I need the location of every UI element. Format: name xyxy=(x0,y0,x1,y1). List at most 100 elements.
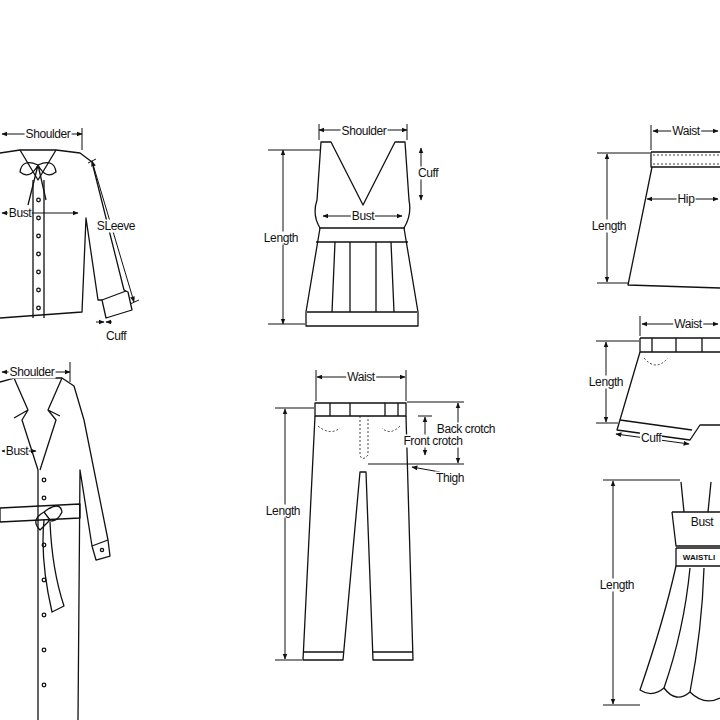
dimension-label: Shoulder xyxy=(341,125,388,138)
button xyxy=(37,252,41,256)
tick xyxy=(597,283,628,284)
button xyxy=(42,496,46,500)
dress-drawing xyxy=(603,480,720,705)
tick xyxy=(319,124,320,140)
dimension-label: Hip xyxy=(677,193,696,206)
dimension-label: Length xyxy=(263,232,299,245)
dimension-line xyxy=(285,409,286,659)
dimension-label: Bust xyxy=(5,445,29,458)
button xyxy=(42,543,46,547)
tick xyxy=(406,370,407,401)
shirt-bow xyxy=(20,163,56,205)
tick xyxy=(82,128,83,150)
dimension-label: Front crotch xyxy=(402,435,463,448)
shorts-waistband xyxy=(640,338,720,352)
button xyxy=(100,548,103,551)
pants-outline xyxy=(303,416,413,660)
dimension-label: Waist xyxy=(673,318,703,331)
pants-waistband xyxy=(315,403,406,416)
tick xyxy=(596,341,639,342)
tick xyxy=(368,464,464,465)
dress-waistband xyxy=(676,548,720,566)
dimension-line xyxy=(106,322,112,323)
skirt-outline xyxy=(628,167,720,288)
coat-drawing xyxy=(0,362,110,720)
dimension-label: WAISTLI xyxy=(682,553,716,562)
coat-belt xyxy=(0,504,80,522)
vest-outline xyxy=(306,142,418,326)
dimension-label: Bust xyxy=(690,516,714,529)
tick xyxy=(603,480,680,481)
button xyxy=(37,198,41,202)
dimension-label: Bust xyxy=(351,210,375,223)
tick xyxy=(418,416,432,417)
pants-hems xyxy=(303,651,413,652)
skirt-drawing xyxy=(597,125,720,288)
dimension-label: Length xyxy=(588,376,624,389)
button xyxy=(37,234,41,238)
button xyxy=(42,683,46,687)
coat-front-edge xyxy=(37,470,38,720)
vest-panels xyxy=(332,242,394,312)
dimension-line xyxy=(607,154,608,282)
pants-drawing xyxy=(275,370,464,660)
dimension-label: Length xyxy=(265,505,301,518)
tick xyxy=(268,324,305,325)
dimension-label: Shoulder xyxy=(9,366,56,379)
tick xyxy=(597,153,650,154)
shorts-outline xyxy=(617,352,720,440)
skirt-waistband xyxy=(651,152,720,167)
tick xyxy=(407,402,464,403)
dimension-label: Length xyxy=(599,579,635,592)
dimension-label: Cuff xyxy=(640,432,662,445)
shirt-drawing xyxy=(0,128,139,322)
dimension-label: Cuff xyxy=(105,330,127,343)
shirt-buttons xyxy=(37,198,41,310)
dimension-label: Thigh xyxy=(435,472,465,485)
coat-buttons xyxy=(42,478,46,687)
dimension-label: Waist xyxy=(346,371,376,384)
dimension-line xyxy=(96,322,104,323)
button xyxy=(42,613,46,617)
vest-bands xyxy=(307,228,417,312)
coat-belt-tie xyxy=(36,506,64,612)
button xyxy=(37,216,41,220)
shorts-pocket xyxy=(644,358,668,365)
shirt-placket xyxy=(33,180,44,318)
coat-cuff xyxy=(92,540,108,546)
belt-loops xyxy=(652,338,702,352)
shirt-cuff-seam xyxy=(102,291,126,300)
pants-stitching xyxy=(318,416,400,459)
tick xyxy=(70,362,71,382)
dimension-label: Bust xyxy=(8,207,32,220)
tick xyxy=(130,300,139,304)
dress-bodice xyxy=(672,512,720,546)
dress-folds xyxy=(664,568,704,692)
button xyxy=(42,578,46,582)
shorts-cuff xyxy=(620,420,692,430)
tick xyxy=(275,660,302,661)
tick xyxy=(640,316,641,336)
dimension-label: Cuff xyxy=(417,167,439,180)
tick xyxy=(275,408,314,409)
dimension-label: SLeeve xyxy=(96,220,136,233)
dress-straps xyxy=(681,482,711,512)
dimension-label: Length xyxy=(591,220,627,233)
tick xyxy=(407,124,408,140)
dimension-label: Shoulder xyxy=(25,128,72,141)
tick xyxy=(603,705,640,706)
dress-skirt xyxy=(640,566,720,701)
coat-outline xyxy=(0,378,110,720)
button xyxy=(42,478,46,482)
button xyxy=(37,306,41,310)
skirt-stitching xyxy=(653,155,720,164)
dimension-line xyxy=(613,481,614,704)
tick xyxy=(88,159,96,163)
button xyxy=(37,288,41,292)
shirt-outline xyxy=(0,150,132,318)
vest-drawing xyxy=(268,124,421,326)
tick xyxy=(596,423,618,424)
